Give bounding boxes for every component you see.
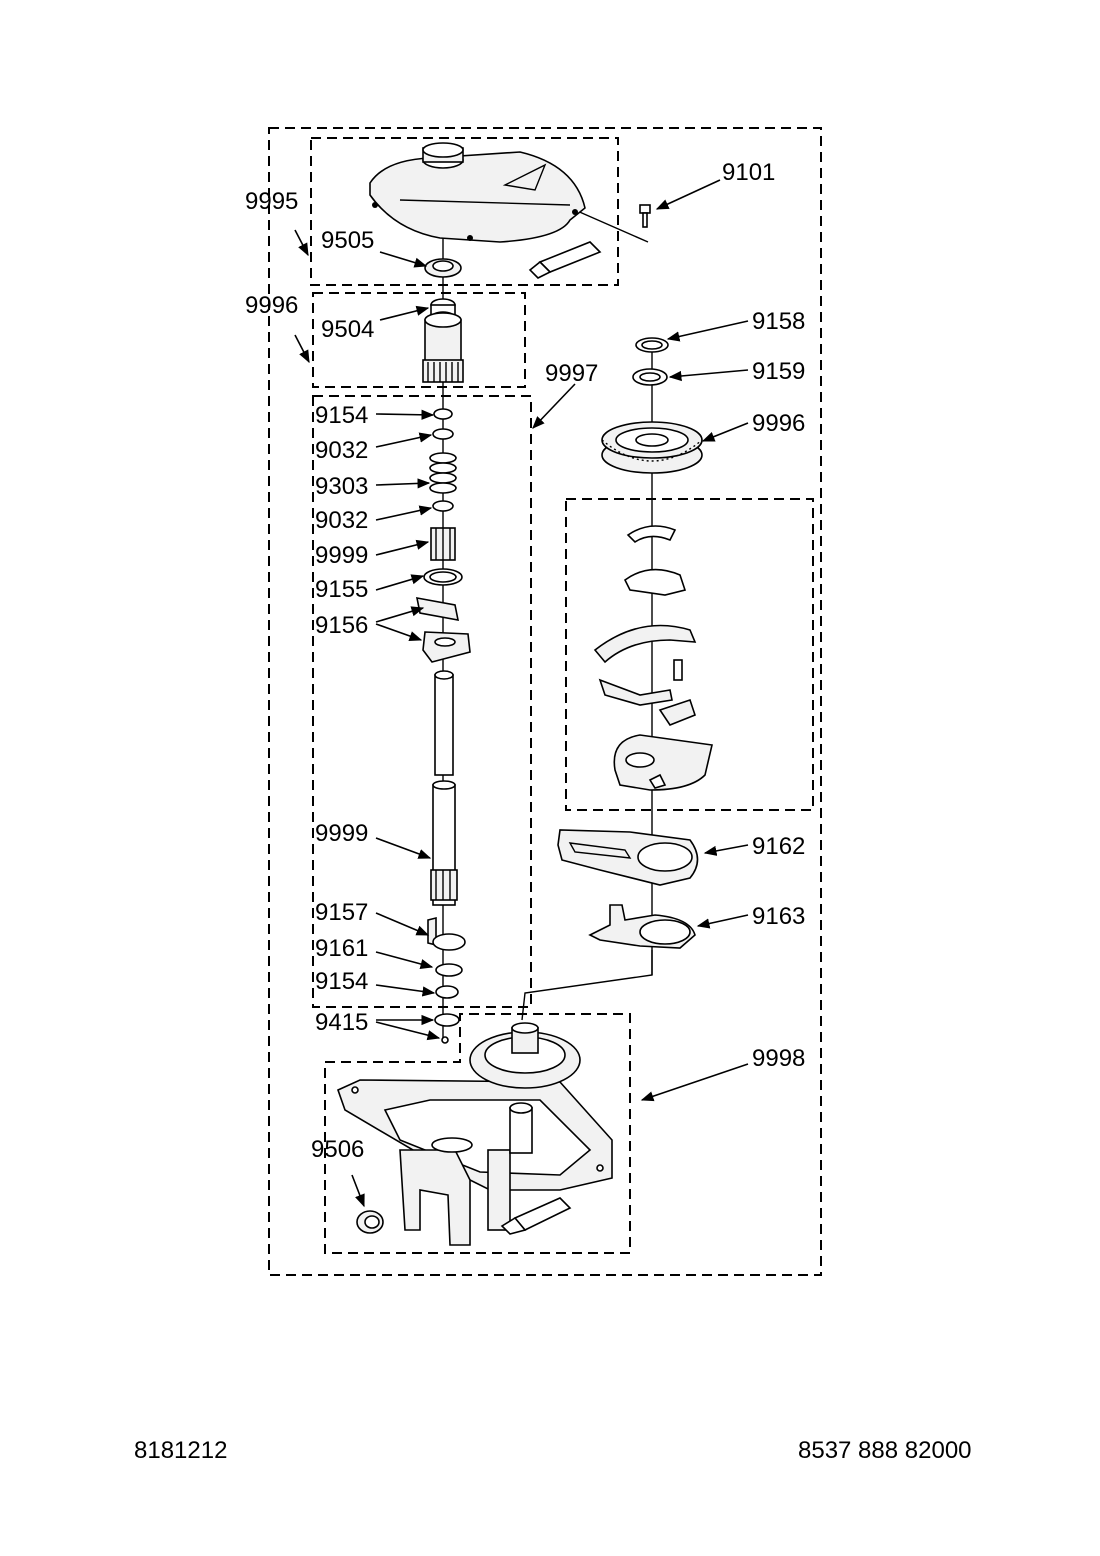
gearcase-group-boundary <box>324 1013 631 1254</box>
callout-9415: 9415 <box>315 1009 368 1036</box>
callout-9506: 9506 <box>311 1136 364 1163</box>
seal-9505-part <box>424 258 462 278</box>
cover-group-boundary <box>310 137 619 286</box>
gearcase-base-part <box>337 1079 613 1246</box>
callout-9303: 9303 <box>315 473 368 500</box>
drive-gear-part <box>469 1022 581 1089</box>
connector-line <box>521 950 653 1021</box>
callout-9159: 9159 <box>752 358 805 385</box>
callout-9163: 9163 <box>752 903 805 930</box>
callout-9505: 9505 <box>321 227 374 254</box>
callout-9999-top: 9999 <box>315 542 368 569</box>
callout-9996-right: 9996 <box>752 410 805 437</box>
bolt-leader-line <box>574 209 649 243</box>
callout-9158: 9158 <box>752 308 805 335</box>
plate-9163-part <box>588 904 696 949</box>
callout-9998: 9998 <box>752 1045 805 1072</box>
gearcase-cover-part <box>369 142 586 243</box>
bolt-part <box>639 204 651 228</box>
callout-9157: 9157 <box>315 899 368 926</box>
cam-bar-9162-part <box>557 829 699 886</box>
pinion-9504-part <box>422 298 464 383</box>
outer-assembly-boundary <box>268 127 822 1276</box>
shaft-stack-parts <box>415 408 471 1044</box>
pinion-group-boundary <box>312 292 526 388</box>
callout-9154-top: 9154 <box>315 402 368 429</box>
callout-9162: 9162 <box>752 833 805 860</box>
callout-9032-bottom: 9032 <box>315 507 368 534</box>
gear-9996-part <box>601 421 703 474</box>
ring-9158-part <box>635 337 669 353</box>
callout-9154-bottom: 9154 <box>315 968 368 995</box>
brake-group-boundary <box>565 498 814 811</box>
callout-9156: 9156 <box>315 612 368 639</box>
callout-9997: 9997 <box>545 360 598 387</box>
callout-9999-bottom: 9999 <box>315 820 368 847</box>
brake-assembly-parts <box>593 525 713 791</box>
callout-9101: 9101 <box>722 159 775 186</box>
grease-tube-top-part <box>528 241 602 279</box>
callout-9155: 9155 <box>315 576 368 603</box>
footer-left-code: 8181212 <box>134 1437 228 1464</box>
callout-9161: 9161 <box>315 935 368 962</box>
callout-9996-left: 9996 <box>245 292 298 319</box>
callout-9032-top: 9032 <box>315 437 368 464</box>
leader-arrows <box>294 179 749 1208</box>
washer-9159-part <box>632 368 668 386</box>
callout-9504: 9504 <box>321 316 374 343</box>
footer-right-code: 8537 888 82000 <box>798 1437 972 1464</box>
seal-9506-part <box>356 1210 384 1234</box>
shaft-group-boundary <box>312 395 532 1008</box>
grease-tube-bottom-part <box>500 1197 572 1235</box>
callout-9995: 9995 <box>245 188 298 215</box>
